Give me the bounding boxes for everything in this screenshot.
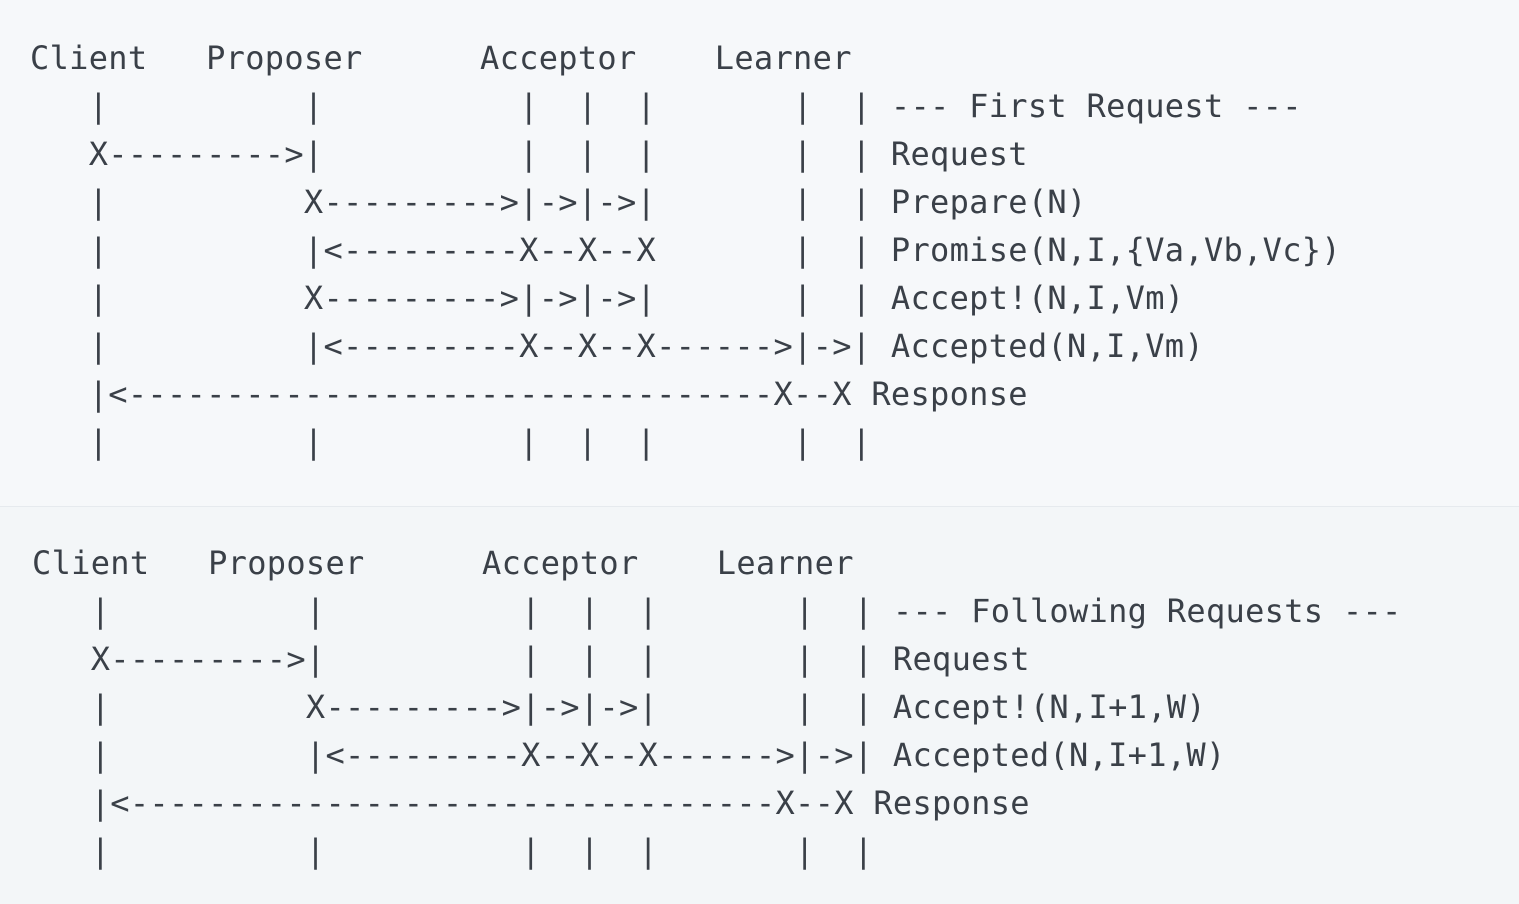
ascii-art-following-requests: Client Proposer Acceptor Learner | | | |… <box>32 539 1402 875</box>
row-art: | | | | | | | <box>30 87 872 125</box>
row-art: | | | | | | | <box>32 832 874 870</box>
row-art: X--------->| | | | | | <box>32 640 874 678</box>
row-art: | X--------->|->|->| | | <box>30 279 872 317</box>
row-art: | X--------->|->|->| | | <box>32 688 874 726</box>
diagram-row: X--------->| | | | | | Request <box>30 130 1341 178</box>
row-art: | |<---------X--X--X------>|->| <box>30 327 872 365</box>
diagram-row: | |<---------X--X--X------>|->| Accepted… <box>30 322 1341 370</box>
row-label: --- First Request --- <box>871 87 1302 125</box>
row-art: | |<---------X--X--X | | <box>30 231 872 269</box>
header-roles-following: Client Proposer Acceptor Learner <box>32 544 854 582</box>
row-label: Accepted(N,I+1,W) <box>873 736 1226 774</box>
row-art: | X--------->|->|->| | | <box>30 183 872 221</box>
row-art: |<---------------------------------X--X <box>30 375 852 413</box>
row-label: Request <box>873 640 1030 678</box>
diagram-row: X--------->| | | | | | Request <box>32 635 1402 683</box>
row-art: | | | | | | | <box>32 592 874 630</box>
header-roles-first: Client Proposer Acceptor Learner <box>30 39 852 77</box>
diagram-row: |<---------------------------------X--X … <box>32 779 1402 827</box>
row-label: Accepted(N,I,Vm) <box>871 327 1204 365</box>
diagram-row: | | | | | | | --- Following Requests --- <box>32 587 1402 635</box>
row-art: | |<---------X--X--X------>|->| <box>32 736 874 774</box>
diagram-row: | X--------->|->|->| | | Accept!(N,I,Vm) <box>30 274 1341 322</box>
diagram-block-first-request: Client Proposer Acceptor Learner | | | |… <box>0 34 1519 507</box>
row-art: X--------->| | | | | | <box>30 135 872 173</box>
diagram-row: |<---------------------------------X--X … <box>30 370 1341 418</box>
header-row: Client Proposer Acceptor Learner <box>30 34 1341 82</box>
diagram-block-following-requests: Client Proposer Acceptor Learner | | | |… <box>0 507 1519 904</box>
row-label: Promise(N,I,{Va,Vb,Vc}) <box>871 231 1341 269</box>
row-label: Accept!(N,I,Vm) <box>871 279 1185 317</box>
header-row: Client Proposer Acceptor Learner <box>32 539 1402 587</box>
diagram-row: | X--------->|->|->| | | Prepare(N) <box>30 178 1341 226</box>
ascii-art-first-request: Client Proposer Acceptor Learner | | | |… <box>30 34 1341 466</box>
row-label: Response <box>853 784 1030 822</box>
row-art: | | | | | | | <box>30 423 872 461</box>
row-label: --- Following Requests --- <box>873 592 1402 630</box>
diagram-row: | | | | | | | <box>32 827 1402 875</box>
diagram-row: | |<---------X--X--X | | Promise(N,I,{Va… <box>30 226 1341 274</box>
diagram-row: | X--------->|->|->| | | Accept!(N,I+1,W… <box>32 683 1402 731</box>
row-label: Request <box>871 135 1028 173</box>
diagram-row: | | | | | | | <box>30 418 1341 466</box>
row-label: Accept!(N,I+1,W) <box>873 688 1206 726</box>
diagram-row: | | | | | | | --- First Request --- <box>30 82 1341 130</box>
diagram-row: | |<---------X--X--X------>|->| Accepted… <box>32 731 1402 779</box>
row-art: |<---------------------------------X--X <box>32 784 854 822</box>
row-label: Response <box>851 375 1028 413</box>
row-label: Prepare(N) <box>871 183 1087 221</box>
